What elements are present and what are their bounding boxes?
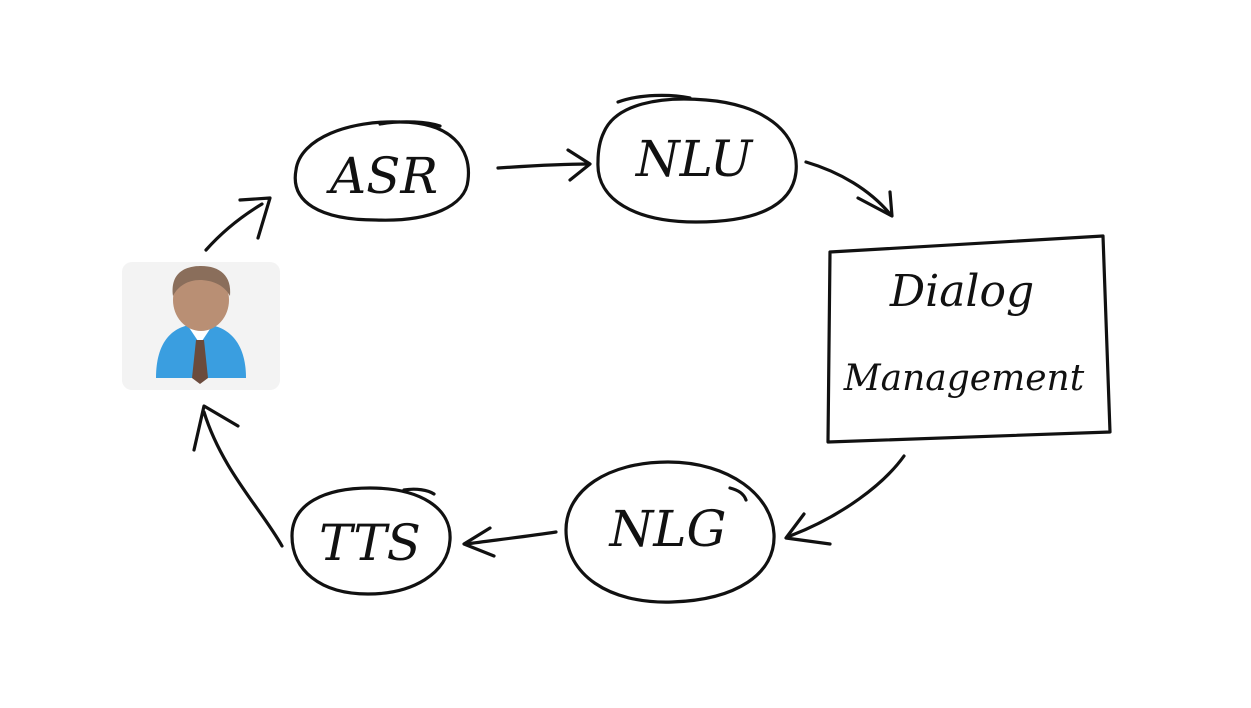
dialog-management-node: Dialog Management [826,234,1112,444]
arrow-tts-to-user [192,404,284,548]
tts-node: TTS [290,486,452,596]
dialog-management-label-line1: Dialog [889,266,1034,317]
nlg-label: NLG [609,500,727,558]
asr-node: ASR [293,120,471,222]
arrow-user-to-asr [204,196,272,252]
nlu-label: NLU [635,130,754,188]
user-avatar-icon [122,262,280,390]
tts-label: TTS [319,514,421,572]
arrow-nlu-to-dialog [804,160,894,218]
arrow-asr-to-nlu [496,148,592,182]
nlg-node: NLG [564,460,776,604]
nlu-node: NLU [596,93,798,224]
asr-label: ASR [326,147,438,205]
arrow-nlg-to-tts [462,526,558,558]
dialog-management-label-line2: Management [843,358,1085,399]
arrow-dialog-to-nlg [784,454,906,546]
